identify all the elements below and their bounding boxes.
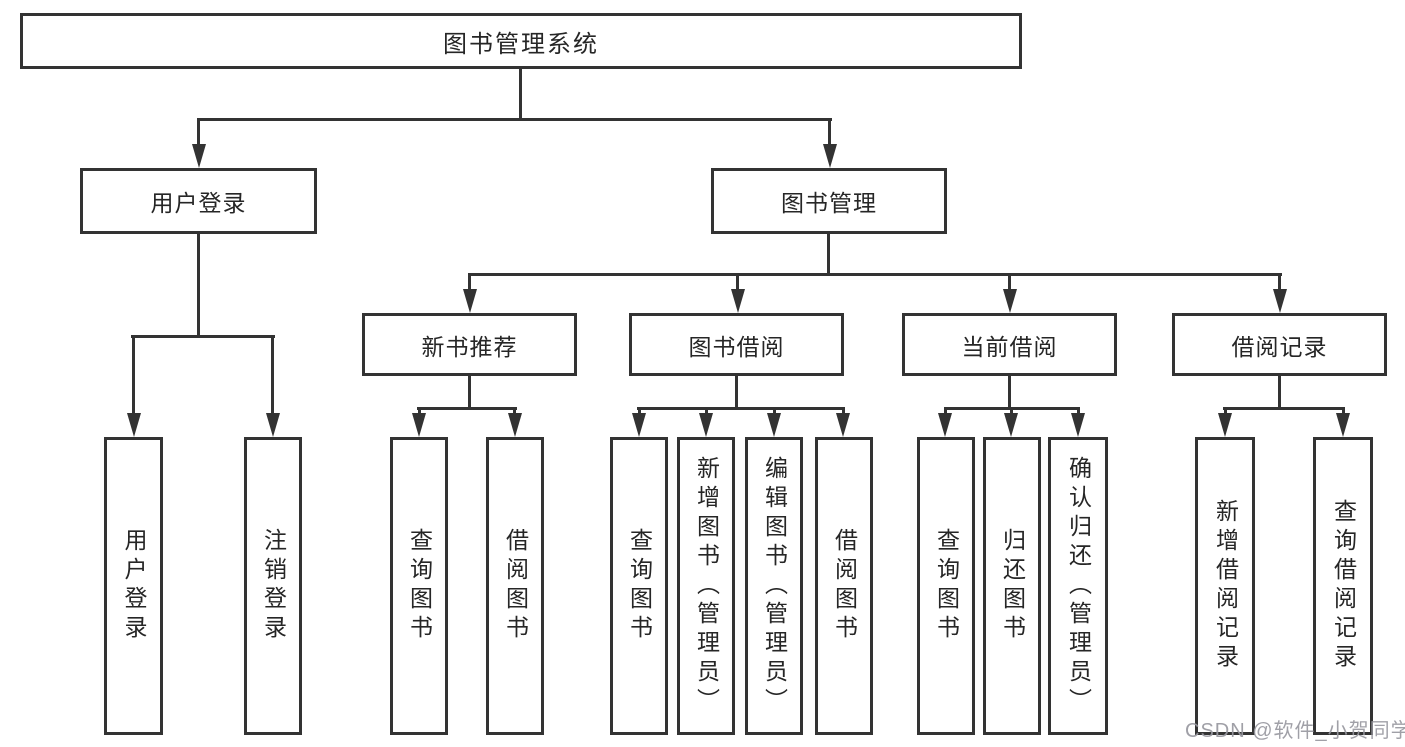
edge-newbooks-stem (468, 376, 471, 410)
node-label: 新增借阅记录 (1212, 499, 1239, 673)
arrow-down-icon (1336, 413, 1350, 437)
node-label: 借阅图书 (502, 528, 529, 644)
edge-login-leaf1-shaft (132, 335, 135, 415)
edge-root-stem (519, 69, 522, 118)
node-add-book-admin: 新增图书（管理员） (677, 437, 735, 735)
arrow-down-icon (412, 413, 426, 437)
arrow-down-icon (1003, 289, 1017, 313)
node-user-login-leaf: 用户登录 (104, 437, 163, 735)
node-add-borrow-record: 新增借阅记录 (1195, 437, 1255, 735)
edge-mgmt-newbooks-shaft (468, 273, 471, 293)
arrow-down-icon (266, 413, 280, 437)
node-current-borrowing: 当前借阅 (902, 313, 1117, 376)
node-logout: 注销登录 (244, 437, 302, 735)
arrow-down-icon (1004, 413, 1018, 437)
node-library-system: 图书管理系统 (20, 13, 1022, 69)
edge-login-stem (197, 234, 200, 338)
edge-root-to-mgmt-shaft (828, 118, 831, 146)
arrow-down-icon (699, 413, 713, 437)
edge-borrow-leaf3-shaft (773, 407, 776, 417)
node-label: 查询图书 (626, 528, 653, 644)
node-query-books-1: 查询图书 (390, 437, 448, 735)
edge-newbooks-leaf2-shaft (513, 407, 516, 417)
arrow-down-icon (1071, 413, 1085, 437)
edge-current-leaf1-shaft (944, 407, 947, 417)
node-label: 确认归还（管理员） (1065, 455, 1092, 717)
edge-root-to-login-shaft (197, 118, 200, 146)
arrow-down-icon (767, 413, 781, 437)
arrow-down-icon (127, 413, 141, 437)
arrow-down-icon (1218, 413, 1232, 437)
edge-borrow-bar (637, 407, 845, 410)
csdn-watermark: CSDN @软件_小贺同学 (1185, 720, 1405, 742)
edge-records-leaf2-shaft (1342, 407, 1345, 417)
arrow-down-icon (632, 413, 646, 437)
node-borrow-books-2: 借阅图书 (815, 437, 873, 735)
edge-newbooks-bar (417, 407, 517, 410)
edge-records-stem (1278, 376, 1281, 410)
edge-mgmt-records-shaft (1278, 273, 1281, 293)
edge-mgmt-stem (827, 234, 830, 276)
arrow-down-icon (1273, 289, 1287, 313)
node-label: 注销登录 (260, 528, 287, 644)
node-return-books: 归还图书 (983, 437, 1041, 735)
node-borrowing-records: 借阅记录 (1172, 313, 1387, 376)
node-label: 借阅图书 (831, 528, 858, 644)
node-label: 用户登录 (121, 528, 147, 644)
arrow-down-icon (938, 413, 952, 437)
edge-current-stem (1008, 376, 1011, 410)
node-query-books-2: 查询图书 (610, 437, 668, 735)
edge-mgmt-current-shaft (1008, 273, 1011, 293)
arrow-down-icon (463, 289, 477, 313)
edge-records-bar (1223, 407, 1345, 410)
edge-current-leaf2-shaft (1010, 407, 1013, 417)
node-book-borrowing: 图书借阅 (629, 313, 844, 376)
edge-mgmt-bar (468, 273, 1282, 276)
edge-borrow-leaf2-shaft (705, 407, 708, 417)
node-edit-book-admin: 编辑图书（管理员） (745, 437, 803, 735)
edge-borrow-stem (735, 376, 738, 410)
edge-login-leaf2-shaft (271, 335, 274, 415)
node-query-books-3: 查询图书 (917, 437, 975, 735)
node-query-borrow-record: 查询借阅记录 (1313, 437, 1373, 735)
edge-root-bar (197, 118, 832, 121)
arrow-down-icon (731, 289, 745, 313)
node-confirm-return-admin: 确认归还（管理员） (1048, 437, 1108, 735)
node-label: 查询图书 (933, 528, 960, 644)
arrow-down-icon (823, 144, 837, 168)
node-label: 查询借阅记录 (1330, 499, 1357, 673)
node-book-management: 图书管理 (711, 168, 947, 234)
arrow-down-icon (508, 413, 522, 437)
edge-current-leaf3-shaft (1077, 407, 1080, 417)
node-new-book-recommend: 新书推荐 (362, 313, 577, 376)
node-user-login: 用户登录 (80, 168, 317, 234)
edge-borrow-leaf4-shaft (842, 407, 845, 417)
edge-records-leaf1-shaft (1224, 407, 1227, 417)
edge-mgmt-borrow-shaft (736, 273, 739, 293)
arrow-down-icon (192, 144, 206, 168)
edge-login-bar (131, 335, 275, 338)
node-label: 归还图书 (999, 528, 1026, 644)
node-label: 编辑图书（管理员） (761, 455, 788, 717)
node-label: 新增图书（管理员） (693, 455, 720, 717)
node-label: 查询图书 (406, 528, 433, 644)
edge-borrow-leaf1-shaft (638, 407, 641, 417)
node-borrow-books-1: 借阅图书 (486, 437, 544, 735)
edge-newbooks-leaf1-shaft (418, 407, 421, 417)
arrow-down-icon (836, 413, 850, 437)
